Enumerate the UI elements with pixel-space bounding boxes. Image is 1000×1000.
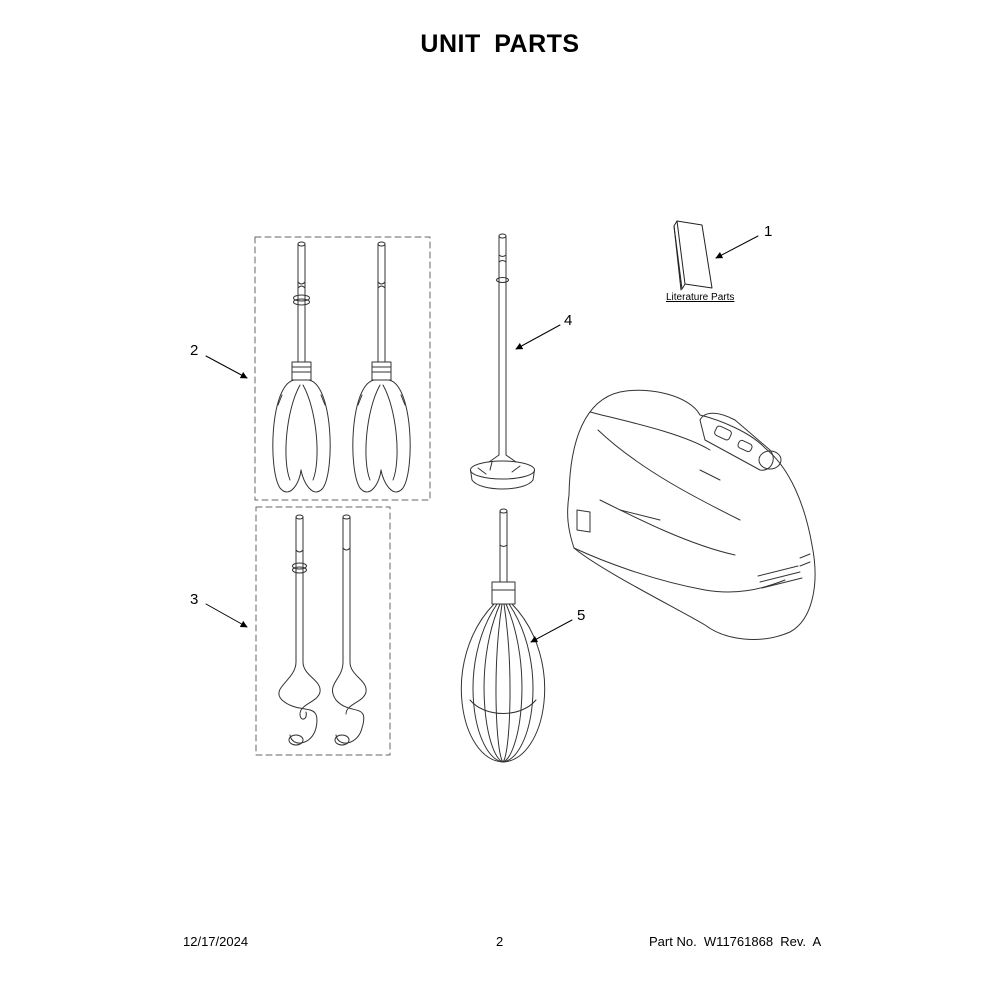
leader-arrow-1: [715, 235, 759, 259]
literature-parts-label: Literature Parts: [666, 292, 735, 303]
dough-hook-group-box: [255, 506, 391, 756]
leader-arrow-5: [530, 619, 573, 643]
mixer-body: [567, 389, 816, 640]
callout-5: 5: [577, 607, 586, 624]
callout-3: 3: [190, 591, 199, 608]
literature-booklet: [673, 220, 713, 291]
leader-arrow-3: [205, 603, 248, 628]
leader-arrow-2: [205, 355, 248, 379]
dough-hook-right: [331, 514, 367, 746]
beater-right: [352, 241, 411, 493]
beater-left: [272, 241, 331, 493]
page-title: UNIT PARTS: [420, 30, 580, 58]
footer-part-number: Part No. W11761868 Rev. A: [649, 934, 822, 949]
dough-hook-left: [278, 514, 321, 746]
leader-arrow-4: [515, 324, 561, 350]
callout-2: 2: [190, 342, 199, 359]
callout-1: 1: [764, 223, 773, 240]
whisk: [460, 508, 546, 763]
footer-page-number: 2: [496, 934, 504, 949]
blender-rod: [470, 233, 535, 490]
footer-date: 12/17/2024: [183, 934, 249, 949]
callout-4: 4: [564, 312, 573, 329]
beater-group-box: [254, 236, 431, 501]
